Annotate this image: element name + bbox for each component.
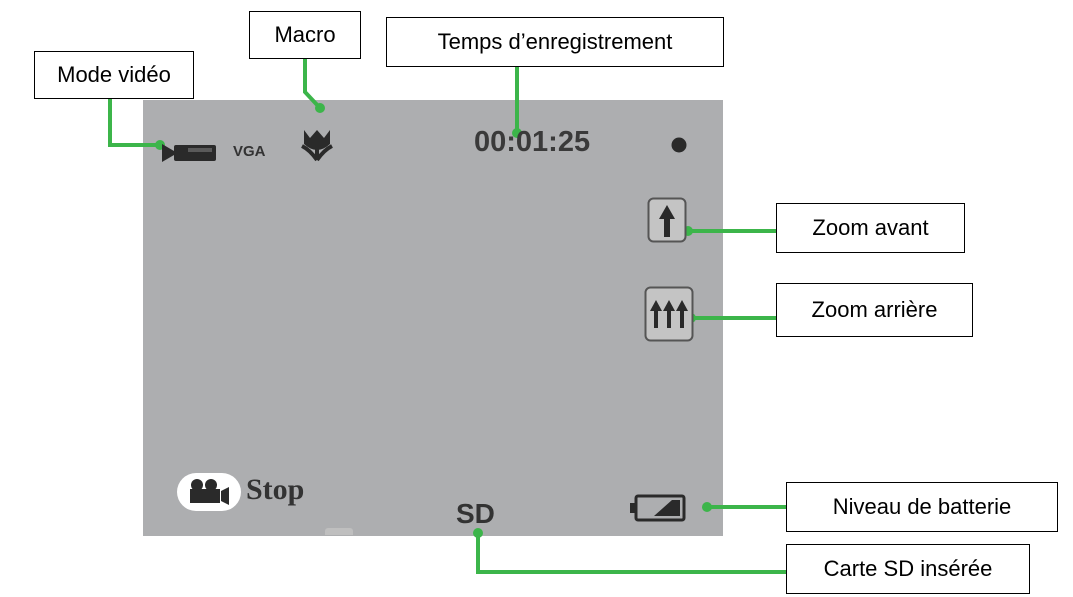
single-arrow-icon (659, 205, 675, 237)
screen-bottom-marker (325, 528, 353, 535)
callout-mode-video: Mode vidéo (34, 51, 194, 99)
resolution-label: VGA (233, 143, 266, 160)
callout-zoom-in: Zoom avant (776, 203, 965, 253)
record-dot-icon (671, 137, 687, 153)
macro-tulip-icon (301, 130, 333, 162)
callout-macro: Macro (249, 11, 361, 59)
movie-camera-icon (177, 473, 241, 511)
leader-sd-card (476, 533, 786, 574)
camera-screen (143, 100, 723, 536)
callout-zoom-out: Zoom arrière (776, 283, 973, 337)
zoom-in-button[interactable] (647, 197, 687, 243)
callout-sd-card: Carte SD insérée (786, 544, 1030, 594)
callout-battery: Niveau de batterie (786, 482, 1058, 532)
triple-arrow-icon (650, 300, 688, 328)
recording-timer: 00:01:25 (474, 126, 591, 158)
zoom-out-button[interactable] (644, 286, 694, 342)
leader-mode-video (108, 98, 160, 147)
leader-macro (303, 50, 322, 110)
battery-icon (630, 494, 686, 522)
callout-record-time: Temps d’enregistrement (386, 17, 724, 67)
sd-card-indicator: SD (456, 498, 495, 529)
record-status-text: Stop (246, 473, 305, 506)
video-camera-icon (162, 144, 216, 162)
